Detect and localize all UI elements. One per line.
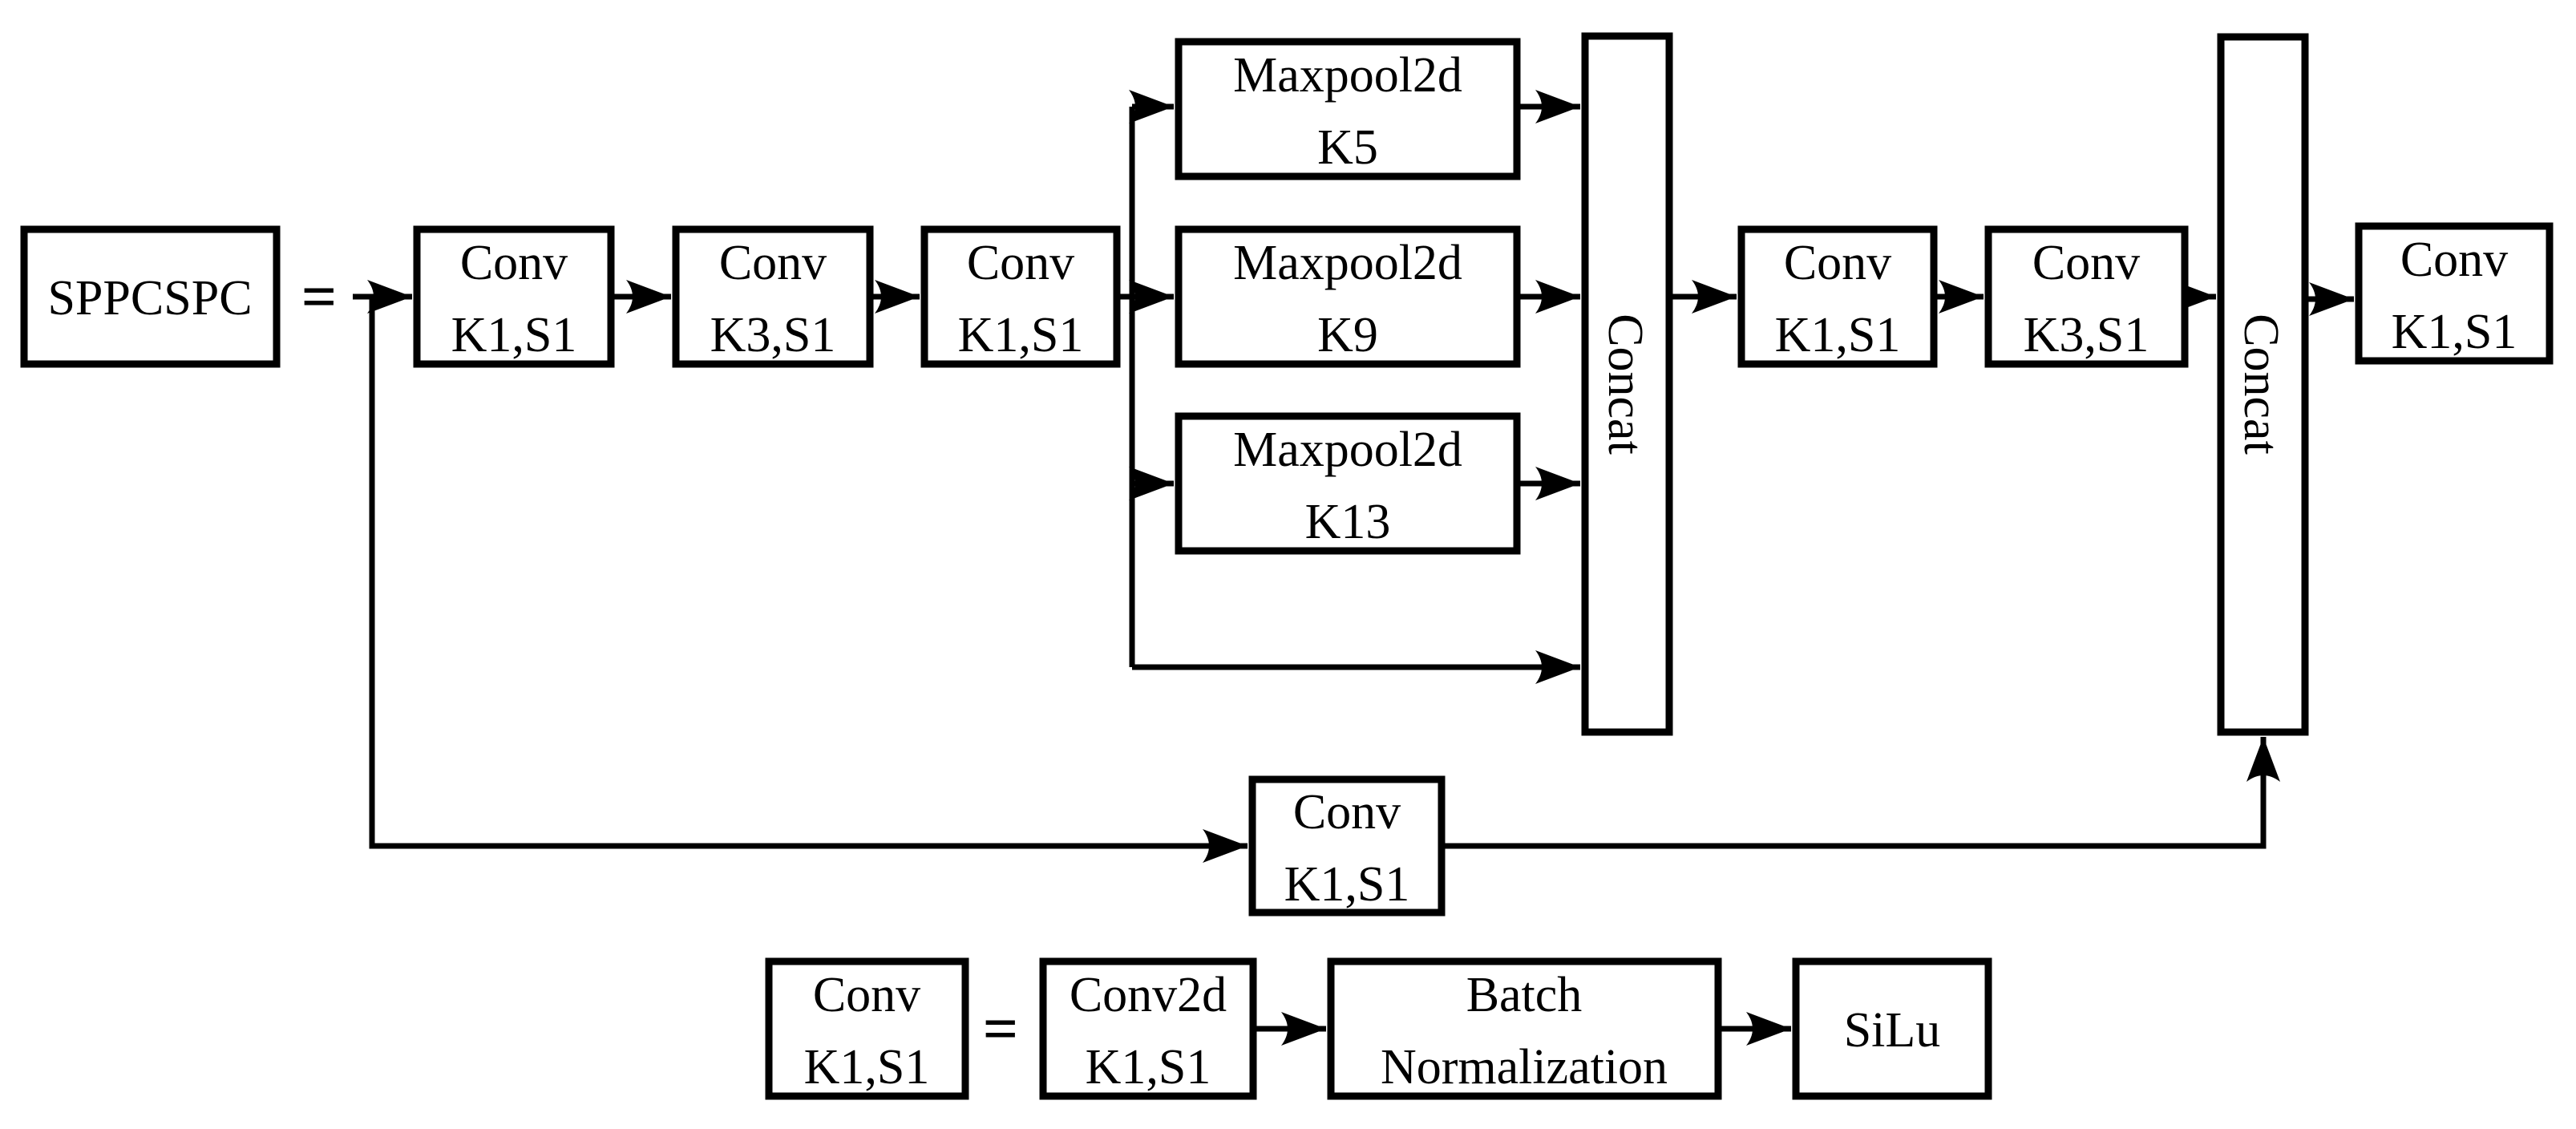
node-concat1: Concat xyxy=(1581,32,1673,736)
concat1-box xyxy=(1581,32,1673,736)
maxpool9-label-line2: K9 xyxy=(1317,308,1378,362)
legend-node-batchnorm: Batch Normalization xyxy=(1327,957,1722,1100)
equals-sign-legend: = xyxy=(983,993,1018,1063)
conv4-label-line2: K1,S1 xyxy=(1775,308,1901,362)
maxpool9-box xyxy=(1175,225,1521,368)
legend-conv2d-box xyxy=(1039,957,1257,1100)
legend-conv-label-line1: Conv xyxy=(813,968,920,1022)
node-conv2: Conv K3,S1 xyxy=(672,225,874,368)
node-conv-bypass: Conv K1,S1 xyxy=(1248,775,1446,917)
equals-sign-main: = xyxy=(301,261,337,331)
conv2-label-line1: Conv xyxy=(719,236,827,290)
conv5-label-line2: K3,S1 xyxy=(2024,308,2149,362)
conv6-label-line1: Conv xyxy=(2400,233,2508,287)
edge-identity-branch xyxy=(369,297,1248,863)
conv6-label-line2: K1,S1 xyxy=(2392,305,2517,359)
maxpool5-label-line2: K5 xyxy=(1317,120,1378,175)
node-conv5: Conv K3,S1 xyxy=(1984,225,2189,368)
conv3-label-line1: Conv xyxy=(967,236,1074,290)
edge-convbypass-concat2 xyxy=(1442,737,2280,849)
legend-node-conv: Conv K1,S1 xyxy=(765,957,969,1100)
conv5-label-line1: Conv xyxy=(2032,236,2140,290)
conv2-label-line2: K3,S1 xyxy=(710,308,836,362)
node-conv3: Conv K1,S1 xyxy=(920,225,1121,368)
conv1-box xyxy=(413,225,615,368)
concat1-label: Concat xyxy=(1598,314,1652,455)
legend-batchnorm-label-line1: Batch xyxy=(1466,968,1583,1022)
conv-bypass-box xyxy=(1248,775,1446,917)
conv4-box xyxy=(1737,225,1938,368)
conv2-box xyxy=(672,225,874,368)
legend-node-silu: SiLu xyxy=(1792,957,1992,1100)
node-sppcspc: SPPCSPC xyxy=(20,225,281,368)
legend-batchnorm-box xyxy=(1327,957,1722,1100)
node-maxpool9: Maxpool2d K9 xyxy=(1175,225,1521,368)
conv3-box xyxy=(920,225,1121,368)
conv6-box xyxy=(2355,222,2554,365)
legend-conv-box xyxy=(765,957,969,1100)
conv1-label-line2: K1,S1 xyxy=(451,308,577,362)
legend-silu-label: SiLu xyxy=(1844,1003,1941,1058)
node-maxpool13: Maxpool2d K13 xyxy=(1175,412,1521,555)
legend-conv-label-line2: K1,S1 xyxy=(804,1040,930,1095)
conv-bypass-label-line1: Conv xyxy=(1293,785,1401,840)
node-conv6: Conv K1,S1 xyxy=(2355,222,2554,365)
legend: Conv K1,S1 Conv2d K1,S1 Batch Normalizat… xyxy=(765,957,1992,1100)
maxpool13-label-line1: Maxpool2d xyxy=(1233,423,1462,477)
node-concat2: Concat xyxy=(2217,33,2309,736)
sppcspc-box xyxy=(20,225,281,368)
conv1-label-line1: Conv xyxy=(460,236,568,290)
maxpool13-box xyxy=(1175,412,1521,555)
conv5-box xyxy=(1984,225,2189,368)
legend-conv2d-label-line1: Conv2d xyxy=(1070,968,1227,1022)
edges xyxy=(353,90,2354,1046)
conv4-label-line1: Conv xyxy=(1784,236,1891,290)
node-conv1: Conv K1,S1 xyxy=(413,225,615,368)
concat2-box xyxy=(2217,33,2309,736)
maxpool13-label-line2: K13 xyxy=(1305,495,1391,549)
sppcspc-label: SPPCSPC xyxy=(47,271,252,326)
legend-silu-box xyxy=(1792,957,1992,1100)
maxpool9-label-line1: Maxpool2d xyxy=(1233,236,1462,290)
maxpool5-box xyxy=(1175,38,1521,180)
concat2-label: Concat xyxy=(2234,314,2288,455)
conv-bypass-label-line2: K1,S1 xyxy=(1284,857,1410,912)
node-maxpool5: Maxpool2d K5 xyxy=(1175,38,1521,180)
conv3-label-line2: K1,S1 xyxy=(958,308,1084,362)
legend-node-conv2d: Conv2d K1,S1 xyxy=(1039,957,1257,1100)
legend-conv2d-label-line2: K1,S1 xyxy=(1086,1040,1211,1095)
legend-batchnorm-label-line2: Normalization xyxy=(1381,1040,1668,1095)
node-conv4: Conv K1,S1 xyxy=(1737,225,1938,368)
maxpool5-label-line1: Maxpool2d xyxy=(1233,48,1462,103)
